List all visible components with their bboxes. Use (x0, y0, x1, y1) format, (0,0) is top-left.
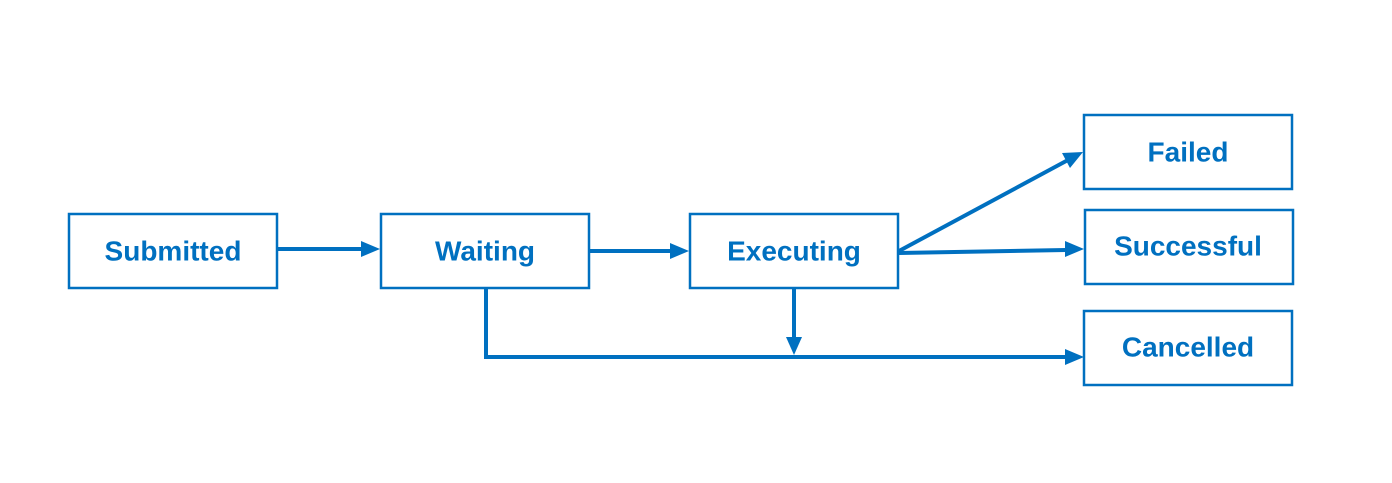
node-cancelled: Cancelled (1082, 309, 1294, 387)
node-failed: Failed (1082, 113, 1294, 191)
edge-waiting-to-cancelled (484, 289, 1084, 365)
edge-submitted-to-waiting (277, 241, 380, 257)
node-label-failed: Failed (1148, 137, 1229, 168)
arrowhead-icon (670, 243, 689, 259)
edge-executing-to-successful (898, 241, 1084, 257)
edges (277, 152, 1084, 365)
node-label-waiting: Waiting (435, 236, 535, 267)
nodes: Submitted Waiting Executing Failed Succe… (67, 113, 1295, 387)
node-waiting: Waiting (379, 212, 591, 290)
node-label-successful: Successful (1114, 231, 1262, 262)
arrowhead-icon (1065, 349, 1084, 365)
node-executing: Executing (688, 212, 900, 290)
node-label-cancelled: Cancelled (1122, 332, 1254, 363)
node-successful: Successful (1083, 208, 1295, 286)
arrowhead-icon (361, 241, 380, 257)
node-submitted: Submitted (67, 212, 279, 290)
edge-executing-to-failed (898, 152, 1083, 253)
arrowhead-icon (1065, 241, 1084, 257)
arrowhead-icon (1062, 152, 1083, 168)
edge-executing-to-cancelled (786, 289, 802, 355)
node-label-submitted: Submitted (105, 236, 242, 267)
node-label-executing: Executing (727, 236, 861, 267)
edge-waiting-to-executing (589, 243, 689, 259)
arrowhead-icon (786, 337, 802, 355)
